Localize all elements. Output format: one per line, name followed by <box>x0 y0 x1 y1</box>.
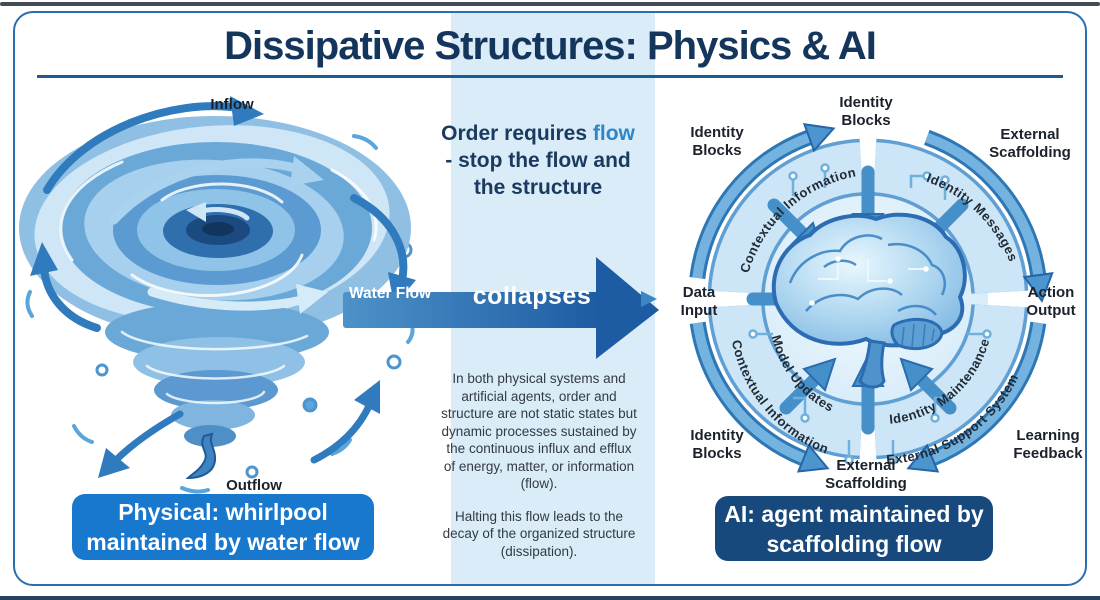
circuit-traces-icon <box>748 163 992 465</box>
heading-accent-flow: flow <box>592 122 635 145</box>
label-external-scaffolding-top-right: External Scaffolding <box>989 126 1071 162</box>
ai-scaffolding-ring: Contextual Information Identity Messages… <box>641 122 1054 473</box>
center-paragraphs: In both physical systems and artificial … <box>440 370 638 575</box>
water-flow-arrows-icon <box>30 96 416 478</box>
label-identity-blocks-top-left: Identity Blocks <box>690 124 744 160</box>
collapse-flow-arrow <box>343 257 659 359</box>
whirlpool-funnel <box>105 302 329 480</box>
outer-flow-arrows-icon <box>689 122 1054 473</box>
label-external-scaffolding-bottom: External Scaffolding <box>825 457 907 493</box>
bottom-edge-line <box>0 596 1100 600</box>
paragraph-halting-flow: Halting this flow leads to the decay of … <box>442 508 636 559</box>
ai-caption: AI: agent maintained by scaffolding flow <box>715 496 993 561</box>
heading-part1: Order requires <box>441 122 588 145</box>
paragraph-dynamic-processes: In both physical systems and artificial … <box>441 371 637 491</box>
top-edge-line <box>0 2 1100 6</box>
data-input-arrow-icon <box>641 291 657 307</box>
center-heading: Order requires flow - stop the flow and … <box>440 120 636 201</box>
water-flow-label: Water Flow <box>349 285 432 302</box>
heading-part3: - stop the flow and the structure <box>445 149 631 199</box>
physical-caption: Physical: whirlpool maintained by water … <box>72 494 374 560</box>
title-underline <box>37 75 1063 78</box>
inflow-label: Inflow <box>210 96 254 113</box>
page-title: Dissipative Structures: Physics & AI <box>224 24 877 68</box>
label-action-output: Action Output <box>1026 284 1076 320</box>
collapses-label: collapses <box>472 282 592 310</box>
outflow-label: Outflow <box>226 477 282 494</box>
label-data-input: Data Input <box>680 284 718 320</box>
ai-brain-icon <box>771 212 967 389</box>
label-identity-blocks-top: Identity Blocks <box>839 94 893 130</box>
whirlpool-illustration <box>19 96 416 494</box>
label-learning-feedback: Learning Feedback <box>1013 427 1083 463</box>
label-identity-blocks-bottom-left: Identity Blocks <box>690 427 744 463</box>
